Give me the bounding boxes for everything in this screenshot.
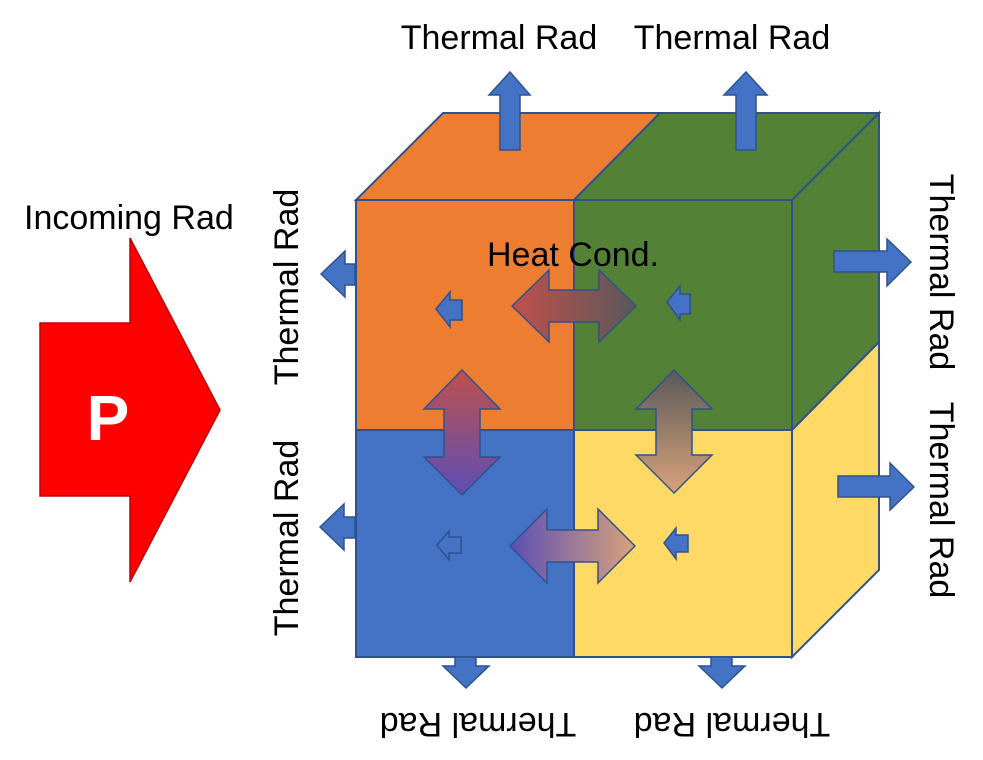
thermal-rad-left-upper: Thermal Rad (268, 189, 306, 386)
power-label: P (87, 382, 130, 454)
internal-arrows (435, 283, 691, 563)
thermal-rad-top-left: Thermal Rad (401, 19, 598, 57)
conduction-arrow-left (422, 368, 502, 497)
rad-arrow-left-upper (319, 249, 356, 299)
rad-arrow-right-lower (837, 461, 916, 512)
rad-arrow-left-lower (318, 502, 356, 552)
radiation-arrows (318, 70, 916, 690)
incoming-rad-label: Incoming Rad (24, 199, 234, 237)
thermal-rad-left-lower: Thermal Rad (268, 440, 306, 637)
rad-arrow-bottom-right (697, 656, 747, 690)
thermal-rad-bottom-left: Thermal Rad (380, 705, 577, 743)
heat-cond-label: Heat Cond. (487, 236, 659, 274)
rad-arrow-right-upper (833, 237, 913, 288)
small-arrow-green (666, 283, 691, 323)
thermal-rad-right-lower: Thermal Rad (922, 402, 960, 599)
conduction-arrow-bottom (508, 507, 637, 585)
rad-arrow-top-right (722, 70, 769, 151)
rad-arrow-bottom-left (441, 656, 491, 690)
small-arrow-blue (436, 528, 462, 563)
rad-arrow-top-left (487, 70, 532, 151)
small-arrow-orange (435, 289, 463, 330)
small-arrow-yellow (663, 525, 689, 562)
thermal-rad-top-right: Thermal Rad (634, 19, 831, 57)
conduction-arrow-right (634, 368, 714, 495)
thermal-rad-bottom-right: Thermal Rad (634, 705, 831, 743)
thermal-rad-right-upper: Thermal Rad (922, 174, 960, 371)
conduction-arrows (422, 268, 714, 585)
conduction-arrow-top (510, 268, 638, 344)
incoming-power-arrow (39, 237, 221, 583)
cube (353, 110, 882, 660)
